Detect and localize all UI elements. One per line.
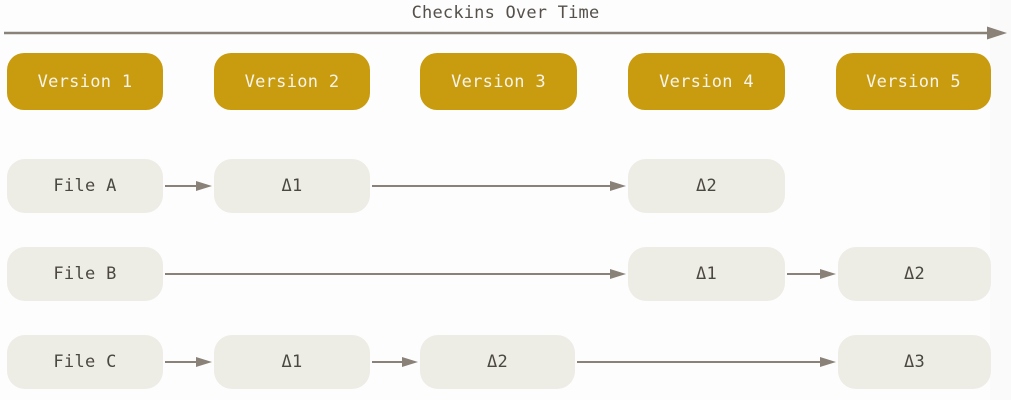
node-row-c-delta-1[interactable]: Δ1	[214, 335, 370, 389]
node-label: Δ1	[695, 264, 718, 284]
right-edge-strip	[990, 0, 1011, 400]
node-row-a-delta-1[interactable]: Δ1	[214, 159, 370, 213]
node-row-c-delta-3[interactable]: Δ3	[838, 335, 991, 389]
node-file-b[interactable]: File B	[7, 247, 163, 301]
version-pill-label: Version 2	[244, 71, 340, 92]
connector-row-a-1-2	[165, 181, 212, 191]
node-label: Δ1	[281, 176, 303, 196]
version-pill-4[interactable]: Version 4	[628, 53, 785, 110]
connector-row-b-4-5	[787, 269, 836, 279]
node-row-a-delta-2[interactable]: Δ2	[628, 159, 785, 213]
version-pill-label: Version 5	[866, 71, 961, 92]
node-row-b-delta-2[interactable]: Δ2	[838, 247, 991, 301]
node-label: Δ2	[695, 176, 718, 196]
connector-row-b-1-4	[165, 269, 626, 279]
version-pill-label: Version 4	[659, 71, 754, 92]
connector-row-c-1-2	[165, 357, 212, 367]
version-pill-3[interactable]: Version 3	[420, 53, 577, 110]
node-row-b-delta-1[interactable]: Δ1	[628, 247, 785, 301]
node-label: Δ1	[281, 352, 303, 372]
node-label: File A	[53, 176, 117, 196]
version-pill-label: Version 1	[37, 71, 133, 92]
connector-row-c-3-5	[577, 357, 836, 367]
node-file-c[interactable]: File C	[7, 335, 163, 389]
node-label: File B	[53, 264, 117, 284]
page-title: Checkins Over Time	[411, 3, 600, 23]
version-pill-2[interactable]: Version 2	[214, 53, 370, 110]
connector-row-a-2-4	[372, 181, 626, 191]
node-label: Δ3	[903, 352, 926, 372]
version-pill-1[interactable]: Version 1	[7, 53, 163, 110]
version-pill-5[interactable]: Version 5	[836, 53, 991, 110]
node-label: File C	[53, 352, 117, 372]
connector-row-c-2-3	[372, 357, 418, 367]
node-file-a[interactable]: File A	[7, 159, 163, 213]
node-label: Δ2	[486, 352, 509, 372]
version-pill-label: Version 3	[451, 71, 546, 92]
node-row-c-delta-2[interactable]: Δ2	[420, 335, 575, 389]
timeline-arrow	[4, 26, 1007, 40]
node-label: Δ2	[903, 264, 926, 284]
